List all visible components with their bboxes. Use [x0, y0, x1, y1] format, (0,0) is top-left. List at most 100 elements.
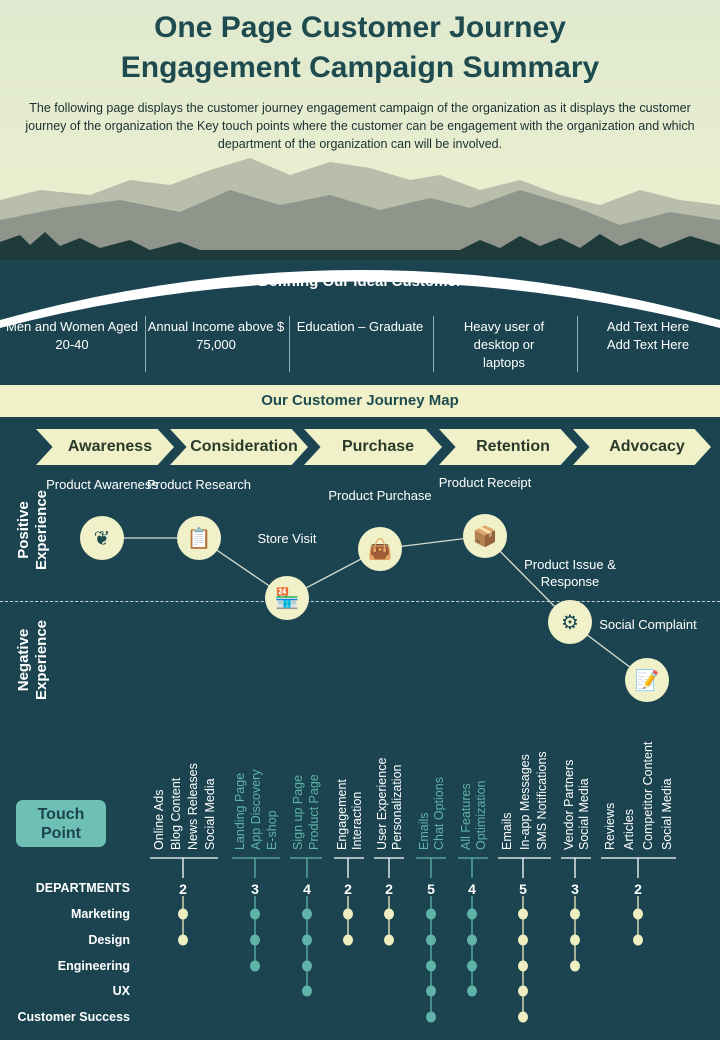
department-dot	[426, 908, 436, 920]
touch-point-label: User Experience	[374, 757, 389, 850]
touch-point-label: SMS Notifications	[535, 751, 550, 850]
department-dot	[467, 985, 477, 997]
touch-point-label: Social Media	[576, 778, 591, 850]
touch-point-label: Engagement	[334, 779, 349, 850]
stage-awareness: Awareness	[36, 429, 174, 465]
department-dot	[426, 934, 436, 946]
journey-node-label: Product Receipt	[438, 475, 532, 490]
ideal-item: Education – Graduate	[296, 319, 424, 334]
department-row-label: UX	[112, 984, 130, 998]
department-dot	[518, 960, 528, 972]
department-dot	[467, 960, 477, 972]
touch-point-label: Social Media	[659, 778, 674, 850]
department-dot	[343, 908, 353, 920]
touch-point-label: Articles	[622, 809, 637, 850]
departments-label: DEPARTMENTS	[35, 881, 130, 895]
journey-node-label: Product Awareness	[46, 477, 158, 492]
department-dot	[518, 908, 528, 920]
department-dot	[384, 908, 394, 920]
department-dot	[570, 960, 580, 972]
department-dot	[426, 960, 436, 972]
department-count: 4	[303, 881, 311, 897]
department-dot	[570, 934, 580, 946]
department-dot	[518, 985, 528, 997]
touch-point-label: Online Ads	[151, 789, 166, 850]
department-count: 3	[571, 881, 579, 897]
touch-point-label: Landing Page	[233, 772, 247, 850]
department-dot	[250, 960, 260, 972]
department-dot	[302, 934, 312, 946]
touch-point-badge: Touch Point	[16, 800, 106, 847]
ideal-item: Men and Women Aged 20-40	[5, 319, 138, 352]
touch-point-label: Social Media	[202, 778, 217, 850]
touch-point-label: Competitor Content	[640, 741, 655, 850]
experience-divider	[0, 601, 720, 602]
touch-point-label: Optimization	[473, 780, 488, 850]
divider	[433, 316, 434, 372]
title-line-2: Engagement Campaign Summary	[120, 51, 600, 84]
touch-point-label: Emails	[499, 812, 514, 850]
touch-point-label: Blog Content	[168, 777, 183, 850]
journey-node-label: Store Visit	[257, 531, 317, 546]
department-count: 2	[179, 881, 187, 897]
touch-point-label: Reviews	[603, 802, 618, 850]
title-line-1: One Page Customer Journey	[154, 11, 566, 44]
department-dot	[467, 934, 477, 946]
stage-retention: Retention	[439, 429, 577, 465]
department-dot	[250, 908, 260, 920]
hand-leaf-icon: ❦	[80, 516, 124, 560]
mountain-landscape	[0, 158, 720, 390]
touch-point-label: Emails	[416, 812, 431, 850]
department-count: 2	[634, 881, 642, 897]
department-dot	[178, 934, 188, 946]
department-row-label: Engineering	[57, 959, 130, 973]
stage-advocacy: Advocacy	[573, 429, 711, 465]
divider	[145, 316, 146, 372]
department-dot	[426, 1011, 436, 1023]
tools-gear-icon: ⚙	[548, 600, 592, 644]
touch-point-label: In-app Messages	[517, 754, 532, 850]
divider	[577, 316, 578, 372]
department-dot	[178, 908, 188, 920]
touch-point-label: App Discovery	[249, 769, 263, 850]
department-row-label: Marketing	[70, 907, 130, 921]
ideal-item: Add Text Here Add Text Here	[606, 319, 690, 352]
department-dot	[384, 934, 394, 946]
ideal-customer-title: Defining Our Ideal Customer	[258, 273, 462, 290]
page-description: The following page displays the customer…	[25, 101, 695, 151]
department-count: 3	[251, 881, 259, 897]
department-dot	[302, 985, 312, 997]
department-dot	[302, 960, 312, 972]
divider	[289, 316, 290, 372]
journey-node-label: Product Research	[146, 477, 252, 492]
ideal-item: Annual Income above $ 75,000	[147, 319, 285, 352]
department-count: 2	[385, 881, 393, 897]
touch-point-label: Vendor Partners	[561, 759, 576, 850]
department-dot	[633, 908, 643, 920]
department-dot	[343, 934, 353, 946]
department-count: 5	[427, 881, 435, 897]
journey-node-label: Social Complaint	[599, 617, 697, 632]
department-count: 5	[519, 881, 527, 897]
department-row-label: Design	[88, 933, 130, 947]
department-dot	[518, 934, 528, 946]
touch-point-label: Sign up Page	[291, 774, 305, 850]
stage-consideration: Consideration	[170, 429, 308, 465]
department-dot	[467, 908, 477, 920]
journey-node-label: Product Issue & Response	[524, 557, 616, 589]
department-count: 2	[344, 881, 352, 897]
package-icon: 📦	[463, 514, 507, 558]
document-pen-icon: 📝	[625, 658, 669, 702]
store-icon: 🏪	[265, 576, 309, 620]
touch-point-label: Chat Options	[431, 777, 446, 850]
department-count: 4	[468, 881, 476, 897]
touch-point-label: All Features	[458, 783, 473, 850]
department-dot	[633, 934, 643, 946]
touch-point-label: News Releases	[185, 763, 200, 850]
department-dot	[302, 908, 312, 920]
journey-node-label: Product Purchase	[328, 488, 432, 503]
ideal-item: Heavy user of desktop or laptops	[463, 319, 545, 370]
department-row-label: Customer Success	[17, 1010, 130, 1024]
